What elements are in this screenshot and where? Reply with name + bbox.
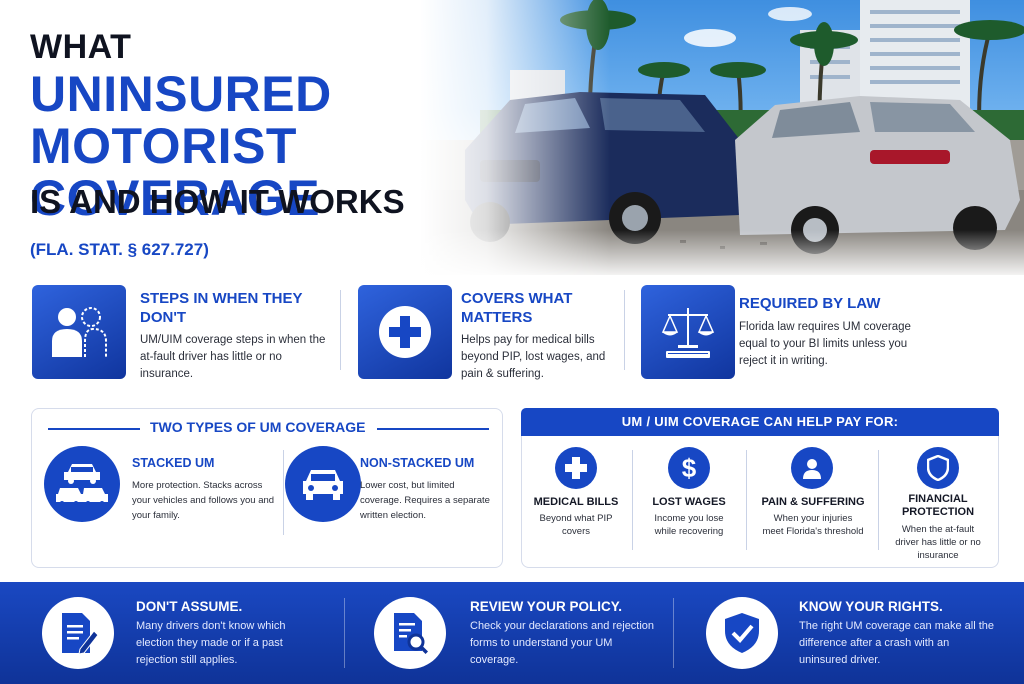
footer-title: DON'T ASSUME. [136,599,243,614]
medical-cross-icon [379,306,431,358]
divider [632,450,633,550]
footer-text: Check your declarations and rejection fo… [470,620,655,666]
know-rights-circle [706,597,778,669]
feature-text: UM/UIM coverage steps in when the at-fau… [140,334,326,380]
pain-suffering-circle [791,447,833,489]
pay-item-text: When your injuries meet Florida's thresh… [762,513,864,537]
headline-main: UNINSURED MOTORIST COVERAGE [30,66,332,226]
hero-fade-bottom [420,230,1024,280]
footer-band [0,582,1024,684]
pay-item-text: Income you lose while recovering [654,513,724,537]
document-search-icon [394,613,429,654]
footer-text: The right UM coverage can make all the d… [799,620,995,666]
divider [878,450,879,550]
feature-text: Helps pay for medical bills beyond PIP, … [461,334,606,380]
pay-item-text: Beyond what PIP covers [539,513,613,537]
footer-title: REVIEW YOUR POLICY. [470,599,623,614]
shield-icon [927,455,949,481]
non-stacked-um-title: NON-STACKED UM [360,456,475,470]
scales-of-justice-icon [661,308,715,358]
shield-check-icon [725,613,759,653]
feature-title: COVERS WHAT MATTERS [461,290,573,326]
people-icon [52,307,107,357]
person-icon [803,459,821,479]
pay-item-text: When the at-fault driver has little or n… [895,524,981,561]
footer-title: KNOW YOUR RIGHTS. [799,599,943,614]
feature-law-tile [641,285,735,379]
non-stacked-um-text: Lower cost, but limited coverage. Requir… [360,480,490,521]
pay-item-title: MEDICAL BILLS [533,496,619,508]
footer-text: Many drivers don't know which election t… [136,620,286,666]
divider [746,450,747,550]
review-policy-circle [374,597,446,669]
car-icon [303,470,343,500]
stacked-um-title: STACKED UM [132,456,215,470]
silver-sedan [735,96,1020,254]
multiple-cars-icon [56,464,108,505]
pay-item-title: PAIN & SUFFERING [761,496,865,508]
medical-bills-circle [555,447,597,489]
divider [340,290,341,370]
divider [283,450,284,535]
headline-sub: IS AND HOW IT WORKS [30,183,405,220]
dont-assume-circle [42,597,114,669]
pay-for-title: UM / UIM COVERAGE CAN HELP PAY FOR: [521,408,999,436]
feature-people-tile [32,285,126,379]
footer-divider [344,598,345,668]
pay-item-title: LOST WAGES [652,496,726,508]
feature-text: Florida law requires UM coverage equal t… [739,321,911,367]
um-types-title: TWO TYPES OF UM COVERAGE [150,419,366,435]
feature-medical-tile [358,285,452,379]
financial-protection-circle [917,447,959,489]
medical-cross-icon [565,457,587,479]
statute-reference: (FLA. STAT. § 627.727) [30,240,209,259]
stacked-um-circle [44,446,120,522]
headline-what: WHAT [30,28,132,66]
lost-wages-circle: $ [668,447,710,489]
pay-item-title: FINANCIAL PROTECTION [901,493,975,518]
non-stacked-um-circle [285,446,361,522]
feature-title: STEPS IN WHEN THEY DON'T [140,290,303,326]
document-pen-icon [62,613,98,655]
footer-divider [673,598,674,668]
stacked-um-text: More protection. Stacks across your vehi… [132,480,275,521]
title-rule-right [377,428,489,430]
title-rule-left [48,428,140,430]
divider [624,290,625,370]
dollar-icon: $ [681,452,697,483]
feature-title: REQUIRED BY LAW [739,295,881,312]
